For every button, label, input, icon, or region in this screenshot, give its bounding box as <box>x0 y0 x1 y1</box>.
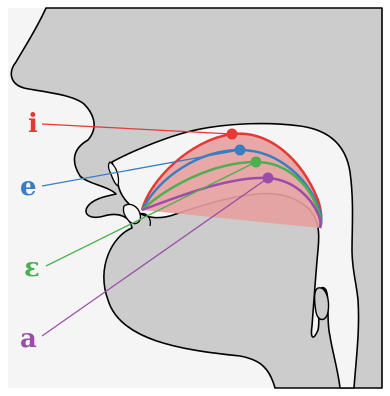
vowel-label-a: a <box>20 324 37 354</box>
marker-i <box>227 129 238 140</box>
vowel-label-e: e <box>20 172 37 202</box>
marker-e <box>235 145 246 156</box>
uvula <box>315 288 329 320</box>
vowel-label-i: i <box>28 109 38 139</box>
vowel-label-open-e: ɛ <box>24 253 40 283</box>
marker-a <box>263 173 274 184</box>
marker-open-e <box>251 157 262 168</box>
